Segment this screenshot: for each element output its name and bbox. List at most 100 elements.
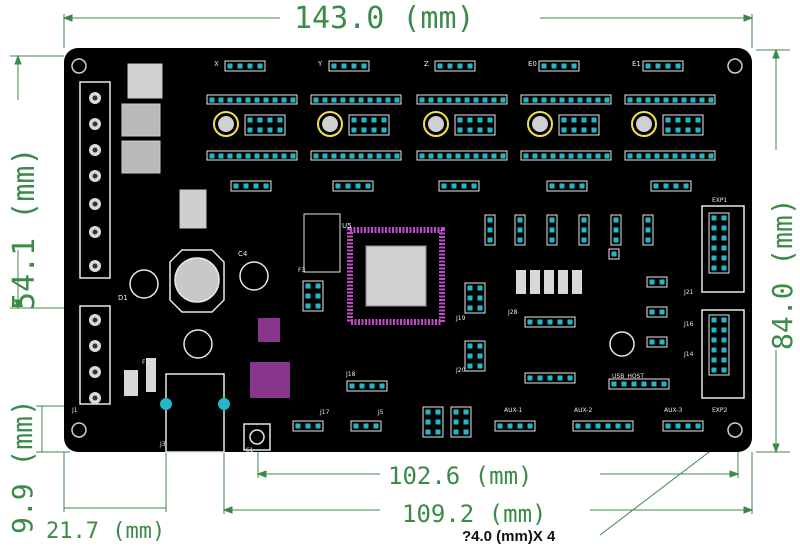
header-outline: [624, 94, 716, 105]
header-outline: [346, 380, 388, 392]
header-outline: [434, 60, 476, 72]
pad: [711, 347, 717, 353]
pad: [394, 97, 400, 103]
pad: [367, 97, 373, 103]
screw-head: [92, 229, 98, 235]
header-outline: [558, 114, 600, 136]
axis-label: E0: [528, 60, 537, 68]
pad: [675, 423, 681, 429]
pad: [464, 153, 470, 159]
pad: [586, 153, 592, 159]
pad: [277, 127, 283, 133]
stepper-cap: [423, 111, 449, 137]
pad: [315, 293, 321, 299]
pad: [613, 227, 619, 233]
header-outline: [624, 150, 716, 161]
pad: [649, 279, 655, 285]
pad: [659, 309, 665, 315]
pad: [571, 63, 577, 69]
pad: [463, 419, 469, 425]
header-outline: [464, 282, 486, 314]
pad: [467, 285, 473, 291]
pad: [585, 423, 591, 429]
stepper-cap-core: [322, 116, 338, 132]
pad: [595, 97, 601, 103]
pad: [659, 279, 665, 285]
pad: [491, 97, 497, 103]
pad: [559, 97, 565, 103]
pad: [477, 295, 483, 301]
pad: [675, 117, 681, 123]
pad: [711, 245, 717, 251]
pad: [446, 97, 452, 103]
terminal-screws: [89, 92, 101, 404]
pad: [575, 423, 581, 429]
pad: [349, 153, 355, 159]
pad: [277, 117, 283, 123]
pad: [654, 97, 660, 103]
label-j16: J16: [683, 321, 694, 328]
logic-ics: [250, 213, 341, 398]
screw-head: [92, 95, 98, 101]
mid-connectors: [230, 180, 730, 438]
pad: [467, 127, 473, 133]
stepper-cap: [527, 111, 553, 137]
label-c4: C4: [238, 250, 248, 258]
pad: [290, 97, 296, 103]
pad: [690, 97, 696, 103]
pad: [361, 127, 367, 133]
pad: [711, 265, 717, 271]
pad: [463, 429, 469, 435]
pad: [237, 63, 243, 69]
header-outline: [422, 406, 444, 438]
pad: [527, 423, 533, 429]
pad: [349, 383, 355, 389]
header-outline: [454, 114, 496, 136]
pad: [605, 423, 611, 429]
pad: [351, 63, 357, 69]
pad: [523, 153, 529, 159]
pad: [690, 153, 696, 159]
axis-label: Y: [317, 60, 323, 68]
pad: [625, 423, 631, 429]
header-outline: [206, 94, 298, 105]
pad: [358, 153, 364, 159]
pad: [699, 153, 705, 159]
pad: [665, 117, 671, 123]
pad: [467, 353, 473, 359]
pad: [451, 183, 457, 189]
pad: [721, 337, 727, 343]
pad: [315, 303, 321, 309]
pad: [254, 97, 260, 103]
pad: [428, 97, 434, 103]
pad: [482, 97, 488, 103]
label-aux3: AUX-3: [664, 407, 682, 414]
stepper-cap-core: [636, 116, 652, 132]
pad: [290, 153, 296, 159]
header-outline: [514, 214, 526, 246]
header-outline: [494, 420, 536, 432]
pad: [661, 381, 667, 387]
pad: [649, 339, 655, 345]
header-outline: [572, 420, 634, 432]
pad: [340, 153, 346, 159]
header-outline: [646, 276, 668, 288]
pad: [672, 153, 678, 159]
pad: [331, 153, 337, 159]
pad: [497, 423, 503, 429]
pad: [541, 97, 547, 103]
pad: [721, 225, 727, 231]
pad: [537, 375, 543, 381]
pad: [645, 227, 651, 233]
pad: [517, 217, 523, 223]
pad: [257, 63, 263, 69]
pad: [550, 97, 556, 103]
pad: [653, 183, 659, 189]
pad: [586, 97, 592, 103]
pad: [272, 153, 278, 159]
label-d1: D1: [118, 294, 128, 302]
pad: [613, 217, 619, 223]
pad: [245, 153, 251, 159]
pad: [611, 251, 617, 257]
